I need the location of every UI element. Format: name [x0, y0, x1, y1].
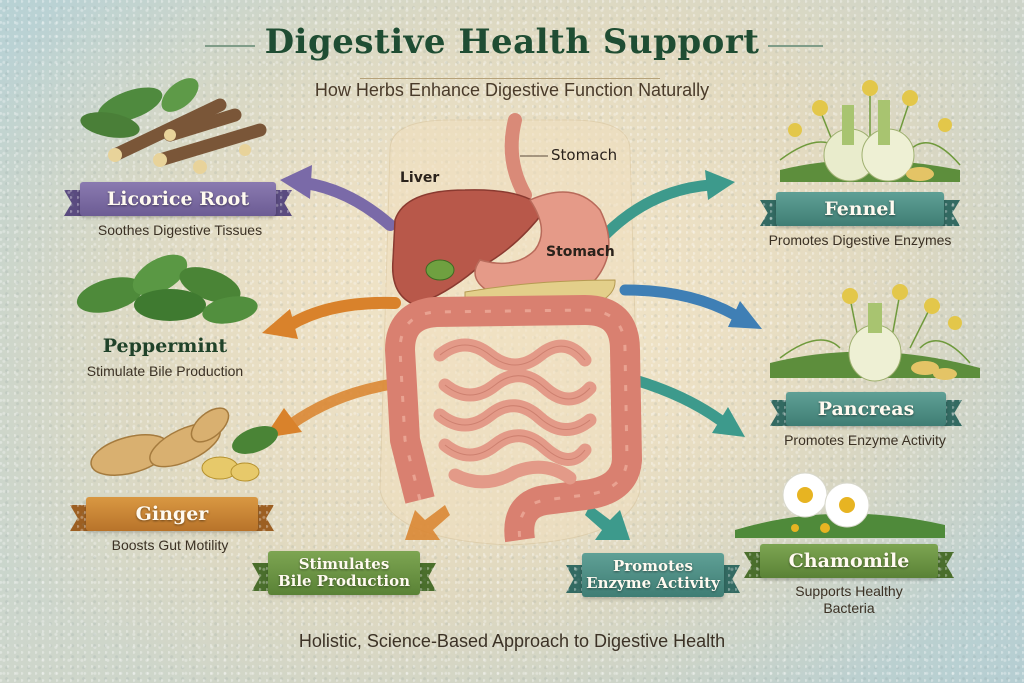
ribbon-chamomile: Chamomile [760, 544, 938, 578]
ribbon-pancreas: Pancreas [786, 392, 946, 426]
ribbon-licorice-root: Licorice Root [80, 182, 276, 216]
chamomile-illustration [735, 472, 945, 538]
title-rule-right [768, 45, 823, 47]
digestive-system-illustration [385, 113, 642, 543]
title-rule-left [205, 45, 255, 47]
label-stomach-mid: Stomach [546, 244, 615, 260]
arrow-to-peppermint [262, 296, 401, 339]
caption-chamomile-line2: Bacteria [823, 600, 875, 616]
bile-line2: Bile Production [277, 572, 411, 590]
ginger-illustration [90, 407, 278, 482]
ribbon-fennel: Fennel [776, 192, 944, 226]
stomach-leader-line [520, 155, 548, 157]
arrow-to-fennel [599, 170, 735, 241]
fennel-illustration [779, 80, 961, 182]
pancreas-fennel-illustration [770, 284, 980, 382]
arrow-to-bile-banner [405, 505, 450, 540]
caption-chamomile-line1: Supports Healthy [795, 583, 903, 599]
ribbon-ginger: Ginger [86, 497, 258, 531]
caption-peppermint: Stimulate Bile Production [86, 363, 244, 379]
page-subtitle: How Herbs Enhance Digestive Function Nat… [314, 80, 710, 100]
heading-peppermint: Peppermint [102, 335, 228, 357]
ribbon-promotes-enzyme-activity: Promotes Enzyme Activity [582, 553, 724, 597]
label-liver: Liver [400, 170, 440, 186]
enzyme-line2: Enzyme Activity [586, 574, 720, 592]
bile-line1: Stimulates [298, 555, 390, 573]
title-underline [360, 78, 660, 79]
arrow-to-pancreas [619, 284, 762, 329]
caption-pancreas: Promotes Enzyme Activity [784, 432, 946, 448]
caption-fennel: Promotes Digestive Enzymes [768, 232, 952, 248]
caption-licorice-root: Soothes Digestive Tissues [97, 222, 263, 238]
small-intestine [433, 338, 597, 489]
arrow-to-pancreas-lower [629, 374, 745, 437]
enzyme-line1: Promotes [613, 557, 693, 575]
arrow-to-licorice [280, 165, 396, 231]
page-title: Digestive Health Support [264, 22, 760, 62]
licorice-root-illustration [80, 78, 267, 174]
footer-tagline: Holistic, Science-Based Approach to Dige… [298, 631, 726, 651]
peppermint-illustration [76, 254, 258, 324]
esophagus [504, 113, 532, 202]
arrow-to-enzyme-banner [585, 505, 630, 540]
ribbon-stimulates-bile-production: Stimulates Bile Production [268, 551, 420, 595]
gallbladder [425, 259, 455, 281]
label-stomach-top: Stomach [551, 146, 618, 164]
caption-ginger: Boosts Gut Motility [111, 537, 229, 553]
